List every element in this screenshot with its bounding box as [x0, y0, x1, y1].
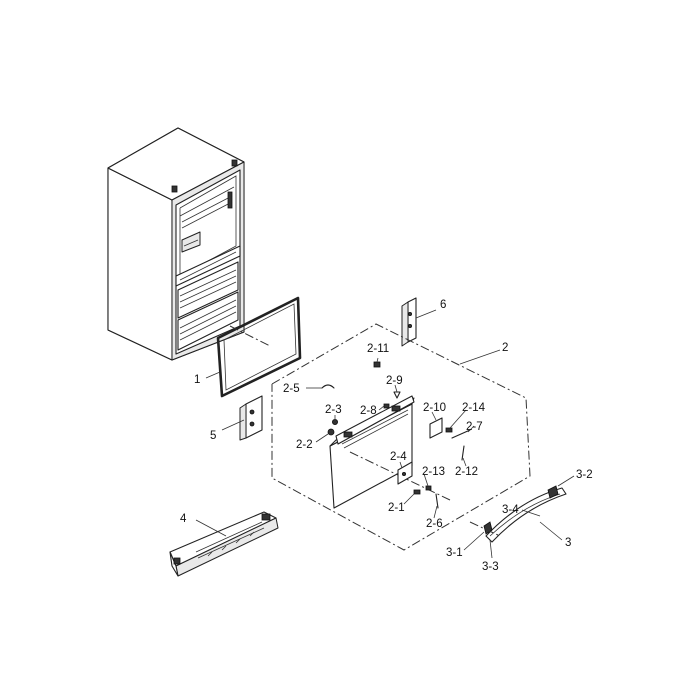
assembly-2-boundary	[271, 323, 531, 551]
leader-lines	[195, 309, 575, 559]
hardware-2-10	[429, 417, 443, 439]
label-2-10: 2-10	[423, 402, 446, 414]
refrigerator-cabinet	[107, 127, 245, 361]
hardware-2-13	[425, 485, 432, 491]
label-2-9: 2-9	[386, 375, 403, 387]
label-6: 6	[440, 299, 446, 311]
label-2-1: 2-1	[388, 502, 405, 514]
hardware-2-12	[461, 445, 465, 461]
hardware-2-2	[327, 428, 335, 436]
hardware-2-4	[397, 461, 413, 485]
bracket-part-5	[239, 395, 263, 441]
drawer-cover-part-4	[169, 511, 279, 577]
hardware-2-1	[413, 489, 421, 495]
door-gasket	[216, 296, 302, 398]
label-5: 5	[210, 430, 216, 442]
label-3: 3	[565, 537, 571, 549]
label-1: 1	[194, 374, 200, 386]
label-2-8: 2-8	[360, 405, 377, 417]
label-3-3: 3-3	[482, 561, 499, 573]
label-2-5: 2-5	[283, 383, 300, 395]
callout-labels: 1 2 2-1 2-2 2-3 2-4 2-5 2-6 2-7 2-8 2-9 …	[180, 299, 593, 573]
label-2: 2	[502, 342, 508, 354]
label-2-14: 2-14	[462, 402, 486, 414]
label-3-2: 3-2	[576, 469, 593, 481]
hardware-2-11	[373, 361, 381, 368]
hardware-2-7	[451, 429, 471, 439]
hardware-2-9	[393, 391, 401, 399]
label-2-4: 2-4	[390, 451, 407, 463]
bracket-part-6	[401, 297, 417, 347]
hardware-2-8	[383, 403, 390, 409]
hardware-2-3	[331, 418, 338, 425]
label-2-2: 2-2	[296, 439, 313, 451]
hardware-2-5	[321, 384, 335, 389]
label-2-6: 2-6	[426, 518, 443, 530]
label-3-4: 3-4	[502, 504, 519, 516]
label-2-11: 2-11	[367, 343, 389, 355]
hardware-2-14	[445, 427, 453, 433]
label-4: 4	[180, 513, 187, 525]
label-2-3: 2-3	[325, 404, 342, 416]
label-2-7: 2-7	[466, 421, 483, 433]
label-2-13: 2-13	[422, 466, 445, 478]
hardware-2-6	[435, 493, 439, 509]
label-3-1: 3-1	[446, 547, 463, 559]
label-2-12: 2-12	[455, 466, 478, 478]
